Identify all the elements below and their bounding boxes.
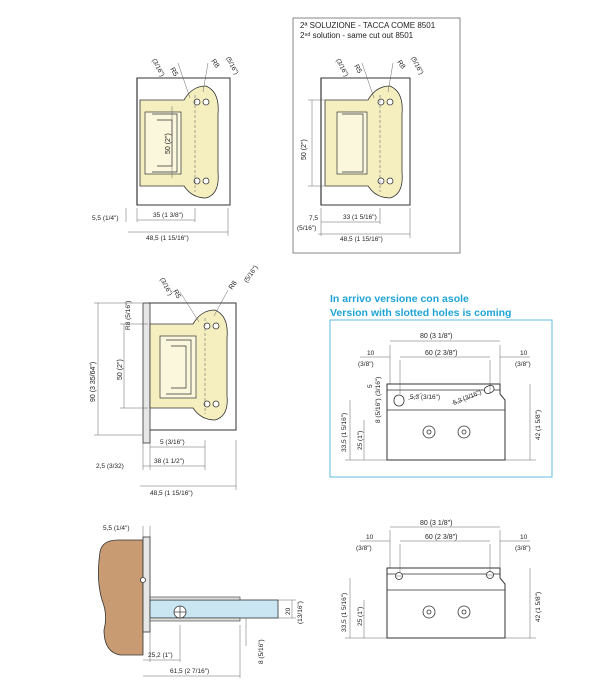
dim-10-right-imperial: (3/8") [515,545,531,552]
dim-42-label: 42 (1 5/8") [535,410,542,440]
glass-panel [149,599,279,619]
dim-20-label: 20 [285,607,292,615]
height-50-label: 50 (2") [301,139,308,160]
dim-35-label: 35 (1 3/8") [153,212,183,219]
dim-8-label: 8 (5/16") [375,398,382,423]
solution-title-english: 2ⁿᵈ solution - same cut out 8501 [300,31,414,40]
dim-5-imperial: (3/16") [375,377,382,396]
dim-60-label: 60 (2 3/8") [425,350,457,357]
info-box [329,319,553,478]
radius-r8-label: R8 [209,58,220,69]
dim-10-left-label: 10 [366,534,374,541]
dim-5-label: 5 (3/16") [160,439,185,446]
dim-10-left-imperial: (3/8") [356,545,372,552]
dim-5-label: 5 [367,384,374,388]
dim-48-5-label: 48,5 (1 15/16") [340,236,383,243]
size-3-16-label: (3/16") [150,58,165,78]
dim-48-5-label: 48,5 (1 15/16") [146,235,189,242]
dim-20-imperial: (13/16") [297,601,304,624]
dim-5-5-label: 5,5 (1/4") [103,525,130,532]
height-50-label: 50 (2") [117,359,124,380]
radius-r8-label: R8 [228,280,239,291]
mounting-plate [386,383,506,461]
figure-hinge-full-plate: R5 R8 (3/16") (5/16") R8 (5/16") 90 (3 3… [90,264,260,497]
radius-r5-label: R5 [171,289,181,300]
size-5-16-label: (5/16") [243,264,260,284]
radius-r5-label: R5 [352,64,363,75]
r8-5-16-side-label: R8 (5/16") [125,301,132,330]
size-3-16-label: (3/16") [334,58,349,78]
dim-61-5-label: 61,5 (2 7/16") [170,668,209,675]
coming-soon-banner-english: Version with slotted holes is coming [330,307,511,319]
dim-10-right-label: 10 [520,534,528,541]
dim-33-5-label: 33,5 (1 5/16") [341,413,348,452]
dim-48-5-label: 48,5 (1 15/16") [150,490,193,497]
dim-8-label: 8 (5/16") [258,639,265,664]
slot-5-3-left-label: 5,3 (3/16") [410,394,440,401]
radius-r8-label: R8 [395,59,406,70]
figure-hinge-standard: R5 R8 (3/16") (5/16") 50 (2") 5,5 (1/4")… [92,56,239,242]
solution-box [292,17,461,254]
coming-soon-banner-italian: In arrivo versione con asole [330,293,469,305]
size-3-16-label: (3/16") [158,277,173,297]
dim-10-left-label: 10 [367,350,375,357]
radius-r5-label: R5 [168,67,179,78]
dim-10-right-imperial: (3/8") [515,361,531,368]
figure-section-view: 5,5 (1/4") 20 (13/16") 8 (5/16") 25,2 (1… [98,525,304,678]
dim-25-label: 25 (1") [357,607,364,626]
height-50-label: 50 (2") [165,133,172,154]
size-5-16-label: (5/16") [409,56,424,76]
wooden-frame [98,539,144,656]
dim-60-label: 60 (2 3/8") [425,534,457,541]
mounting-plate [386,567,506,639]
figure-plate-standard-holes: 80 (3 1/8") 60 (2 3/8") 10 (3/8") 10 (3/… [341,520,542,639]
dim-7-5-label: 7,5 [309,215,318,222]
dim-10-right-label: 10 [520,350,528,357]
dim-5-5-label: 5,5 (1/4") [92,215,119,222]
dim-33-5-label: 33,5 (1 5/16") [341,593,348,632]
figure-hinge-second-solution: 2ª SOLUZIONE - TACCA COME 8501 2ⁿᵈ solut… [292,17,461,254]
dim-80-label: 80 (3 1/8") [420,520,452,527]
solution-title-italian: 2ª SOLUZIONE - TACCA COME 8501 [300,21,436,30]
dim-80-label: 80 (3 1/8") [420,333,452,340]
dim-10-left-imperial: (3/8") [358,361,374,368]
dim-7-5-imperial-label: (5/16") [297,225,316,232]
wall-plate-section [142,536,151,633]
size-5-16-label: (5/16") [224,56,239,76]
dim-38-label: 38 (1 1/2") [154,458,184,465]
dim-25-2-label: 25,2 (1") [148,652,173,659]
dim-42-label: 42 (1 5/8") [535,592,542,622]
height-90-label: 90 (3 35/64") [90,362,97,402]
figure-plate-slotted-holes: In arrivo versione con asole Version wit… [329,293,553,478]
dim-25-label: 25 (1") [357,431,364,450]
dim-2-5-label: 2,5 (3/32) [96,463,124,470]
dim-33-label: 33 (1 5/16") [343,214,377,221]
